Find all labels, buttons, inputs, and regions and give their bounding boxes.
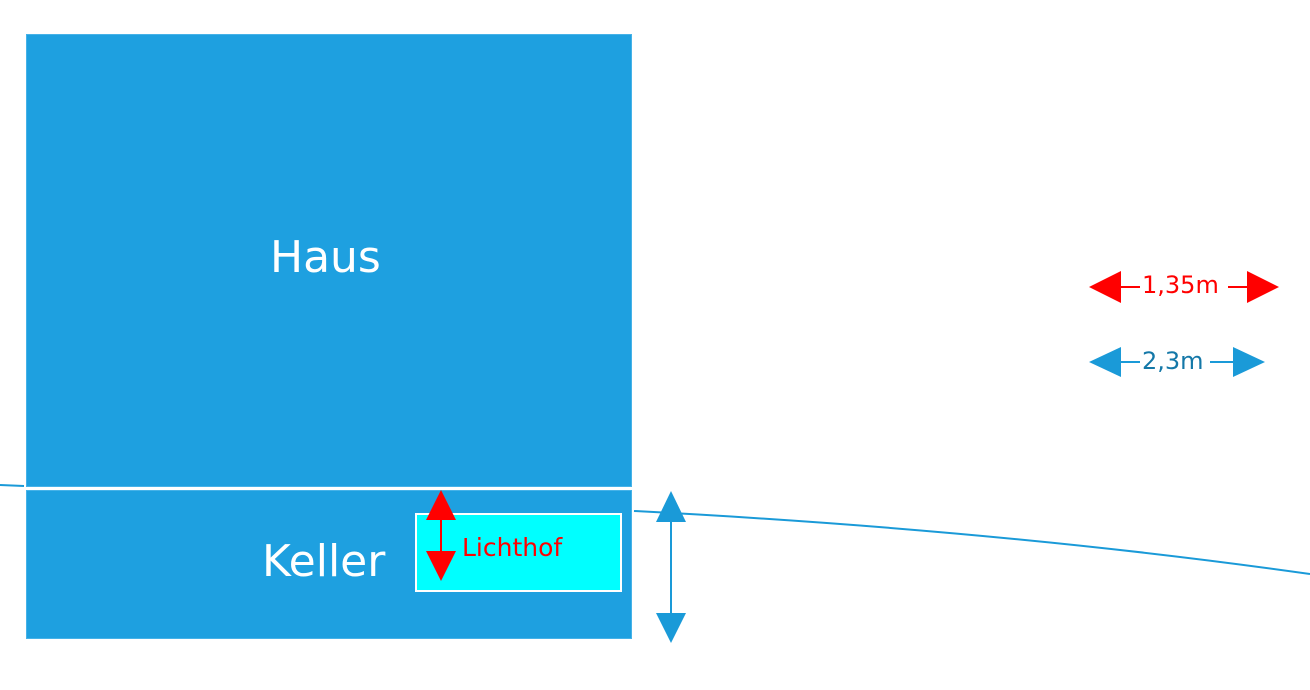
keller-label: Keller	[262, 536, 386, 587]
blue-dimension-label: 2,3m	[1142, 347, 1204, 375]
ground-line-left-icon	[0, 484, 25, 487]
red-dimension-label: 1,35m	[1142, 271, 1219, 299]
floor-divider	[26, 487, 632, 490]
keller-depth-arrow-icon	[656, 491, 686, 643]
terrain-slope-line-icon	[633, 510, 1310, 575]
haus-block	[26, 34, 632, 487]
lichthof-depth-arrow-icon	[426, 490, 456, 581]
haus-label: Haus	[270, 232, 381, 283]
red-dimension-arrow-icon	[1089, 271, 1279, 303]
lichthof-label: Lichthof	[462, 533, 563, 562]
blue-dimension-arrow-icon	[1089, 347, 1265, 377]
